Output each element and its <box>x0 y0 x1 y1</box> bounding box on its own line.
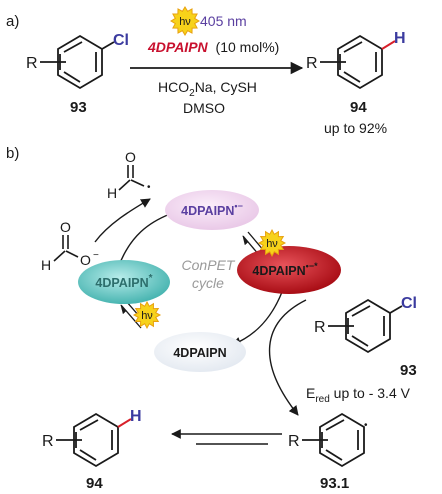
arrow-right-to-bottom <box>231 291 283 347</box>
cycle-label-line1: ConPET <box>182 257 236 273</box>
catalyst-loading: (10 mol%) <box>216 39 280 55</box>
compound-label-93: 93 <box>70 99 87 116</box>
catalyst-line: 4DPAIPN (10 mol%) <box>147 39 279 55</box>
part-b-label: b) <box>6 145 19 162</box>
svg-text:4DPAIPN*: 4DPAIPN* <box>95 273 152 290</box>
yield-text: up to 92% <box>324 120 387 136</box>
svg-text:H: H <box>107 185 117 201</box>
svg-text:H: H <box>130 408 142 425</box>
formate-anion <box>53 235 79 262</box>
aryl-radical-93-1 <box>302 412 365 468</box>
arrow-substrate-to-radical <box>268 299 307 416</box>
sun-icon: hν <box>257 228 287 258</box>
svg-text:Cl: Cl <box>401 295 417 312</box>
svg-text:4DPAIPN: 4DPAIPN <box>173 346 226 360</box>
arrow-formate-to-formyl <box>94 198 151 243</box>
compound-label-93-cycle: 93 <box>400 362 417 379</box>
compound-label-94-cycle: 94 <box>86 475 103 492</box>
arrow-left-to-top <box>117 213 171 269</box>
svg-text:O: O <box>80 252 91 268</box>
svg-text:4DPAIPN•−: 4DPAIPN•− <box>181 201 243 218</box>
hydrogen-atom: H <box>394 30 406 47</box>
catalyst-excited-radical-anion: 4DPAIPN•−* <box>237 246 341 294</box>
svg-text:R: R <box>288 433 300 450</box>
chlorine-atom: Cl <box>113 32 129 49</box>
solvent-text: DMSO <box>183 100 225 116</box>
svg-text:−: − <box>93 250 99 261</box>
catalyst-excited: 4DPAIPN* <box>78 260 170 304</box>
catalyst-radical-anion: 4DPAIPN•− <box>165 190 259 230</box>
aryl-chloride-93-cycle <box>328 298 403 354</box>
compound-label-94: 94 <box>350 99 367 116</box>
svg-text:•: • <box>147 182 151 193</box>
arene-product-94 <box>320 34 383 90</box>
reagents-line: HCO2Na, CySH <box>158 79 257 99</box>
svg-text:hν: hν <box>266 238 278 250</box>
r-group: R <box>26 55 38 72</box>
arene-product-94-cycle <box>56 412 119 468</box>
wavelength-text: 405 nm <box>200 13 247 29</box>
svg-text:H: H <box>41 257 51 273</box>
svg-text:hν: hν <box>179 16 191 28</box>
svg-text:O: O <box>125 149 136 165</box>
formyl-radical <box>118 165 145 191</box>
c-h-bond <box>381 40 396 50</box>
cycle-label-line2: cycle <box>192 275 224 291</box>
sun-icon: hν <box>132 300 162 330</box>
r-group: R <box>306 55 318 72</box>
svg-text:4DPAIPN•−*: 4DPAIPN•−* <box>252 261 318 278</box>
svg-text:•: • <box>364 420 368 431</box>
svg-text:R: R <box>42 433 54 450</box>
svg-text:R: R <box>314 319 326 336</box>
svg-text:O: O <box>60 219 71 235</box>
reduction-potential: Ered up to - 3.4 V <box>306 385 411 405</box>
catalyst-ground-state: 4DPAIPN <box>154 332 246 372</box>
catalyst-name: 4DPAIPN <box>147 39 209 55</box>
compound-label-93-1: 93.1 <box>320 475 349 492</box>
sun-icon: hν <box>170 6 200 36</box>
part-a-label: a) <box>6 13 19 30</box>
svg-text:hν: hν <box>141 310 153 322</box>
aryl-chloride-93 <box>40 34 115 90</box>
